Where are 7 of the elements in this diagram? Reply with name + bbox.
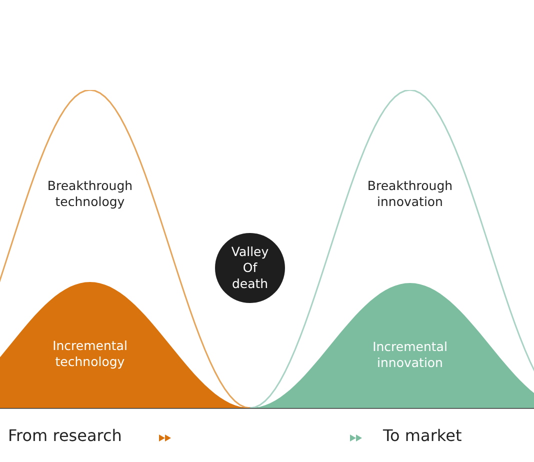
curve-label: Breakthrough technology	[46, 178, 134, 210]
curve-label: Incremental innovation	[372, 339, 448, 371]
axis-label: From research	[8, 426, 122, 445]
curve-label: Incremental technology	[52, 338, 128, 370]
curve-label: Breakthrough innovation	[366, 178, 454, 210]
curve-label: Valley Of death	[230, 244, 270, 292]
axis-label: To market	[383, 426, 462, 445]
